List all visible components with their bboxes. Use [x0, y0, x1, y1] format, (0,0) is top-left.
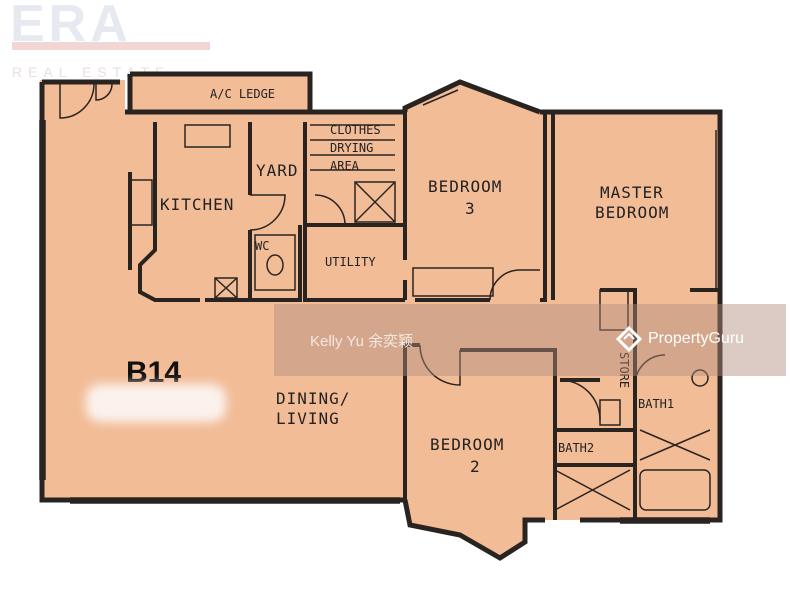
agent-watermark: Kelly Yu 余奕颖 [310, 333, 414, 350]
interior-walls [128, 112, 720, 520]
propertyguru-icon [616, 326, 642, 352]
master-bedroom-label: BEDROOM [595, 203, 669, 222]
redacted-block [86, 384, 226, 422]
area-label: AREA [330, 159, 360, 173]
bedroom3-number: 3 [465, 199, 476, 218]
kitchen-label: KITCHEN [160, 195, 234, 214]
washer [354, 181, 396, 223]
utility-label: UTILITY [325, 255, 376, 269]
bath1-label: BATH1 [638, 397, 674, 411]
watermark-band [274, 304, 786, 376]
propertyguru-text: PropertyGuru [648, 330, 745, 347]
ac-ledge-label: A/C LEDGE [210, 87, 275, 101]
dining-label: DINING/ [276, 389, 350, 408]
logo-bar [12, 42, 210, 50]
fixtures [129, 124, 711, 511]
walls [39, 71, 723, 561]
unit-code: B14 [126, 356, 181, 389]
stove [184, 124, 231, 148]
living-label: LIVING [276, 409, 340, 428]
sink [129, 179, 153, 226]
bathtub [639, 469, 711, 511]
windows [39, 84, 721, 524]
era-logo: ERA [10, 0, 132, 53]
drying-label: DRYING [330, 141, 373, 155]
floor-area [40, 72, 720, 560]
clothes-label: CLOTHES [330, 123, 381, 137]
propertyguru-watermark: PropertyGuru [616, 326, 744, 352]
wc-label: WC [255, 239, 269, 253]
master-label: MASTER [600, 183, 664, 202]
yard-label: YARD [256, 161, 299, 180]
logo-subtext: REAL ESTATE [12, 64, 171, 80]
bedroom2-label: BEDROOM [430, 435, 504, 454]
bedroom2-number: 2 [470, 457, 481, 476]
store-label: STORE [617, 352, 631, 388]
bath2-label: BATH2 [558, 441, 594, 455]
bedroom3-label: BEDROOM [428, 177, 502, 196]
